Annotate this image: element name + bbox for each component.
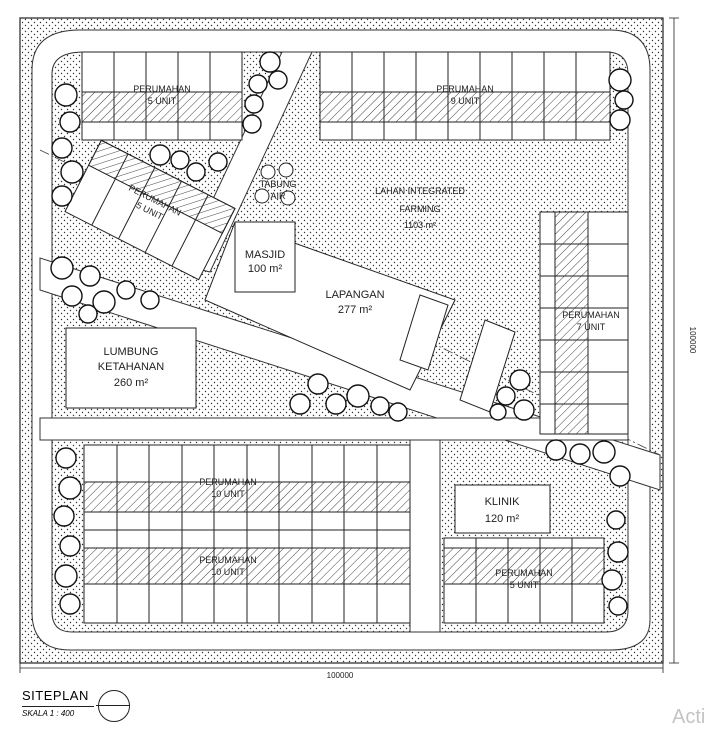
housing-bottom-right: PERUMAHAN 5 UNIT (443, 537, 605, 624)
klinik-building (454, 484, 551, 534)
dimension-lines (19, 17, 679, 673)
ring-road (31, 29, 651, 651)
housing-bottom-1-units: 10 UNIT (211, 489, 245, 499)
lapangan-label: LAPANGAN (325, 289, 384, 301)
lumbung-area: 260 m² (114, 377, 149, 389)
housing-bottom-right-label: PERUMAHAN (495, 568, 553, 578)
siteplan-drawing: PERUMAHAN 5 UNIT PERUMAHAN 9 UNIT PERUMA… (19, 17, 697, 680)
dimension-height: 100000 (688, 327, 697, 354)
masjid-label: MASJID (245, 249, 285, 261)
housing-top-left-label: PERUMAHAN (133, 84, 191, 94)
housing-bottom-right-units: 5 UNIT (510, 580, 539, 590)
masjid-area: 100 m² (248, 263, 283, 275)
housing-bottom: PERUMAHAN 10 UNIT PERUMAHAN 10 UNIT (83, 444, 411, 624)
title-underline (22, 706, 94, 707)
activation-watermark: Acti (672, 706, 706, 728)
north-symbol-line (96, 705, 130, 706)
housing-right: PERUMAHAN 7 UNIT (539, 211, 629, 435)
klinik-area: 120 m² (485, 513, 520, 525)
housing-top-right-label: PERUMAHAN (436, 84, 494, 94)
drawing-title: SITEPLAN (22, 688, 89, 703)
farming-label: LAHAN INTEGRATED (375, 186, 465, 196)
housing-bottom-2-units: 10 UNIT (211, 567, 245, 577)
housing-right-label: PERUMAHAN (562, 310, 620, 320)
housing-top-right-units: 9 UNIT (451, 96, 480, 106)
drawing-scale: SKALA 1 : 400 (22, 709, 75, 718)
road-vertical (409, 417, 441, 633)
klinik-label: KLINIK (485, 496, 521, 508)
dimension-width: 100000 (327, 671, 354, 680)
housing-bottom-2-label: PERUMAHAN (199, 555, 257, 565)
housing-top-right: PERUMAHAN 9 UNIT (319, 51, 611, 141)
housing-right-units: 7 UNIT (577, 322, 606, 332)
housing-diagonal: PERUMAHAN 5 UNIT (64, 139, 236, 281)
housing-bottom-1-label: PERUMAHAN (199, 477, 257, 487)
lumbung-label: LUMBUNG (103, 346, 158, 358)
lapangan-area: 277 m² (338, 304, 373, 316)
farming-area: 1103 m² (404, 220, 436, 230)
trees (50, 51, 634, 616)
water-tank-label: TABUNG (260, 179, 297, 189)
lumbung-label-2: KETAHANAN (98, 361, 164, 373)
housing-top-left-units: 5 UNIT (148, 96, 177, 106)
lumbung-building (65, 327, 197, 409)
farming-label-2: FARMING (399, 204, 440, 214)
north-symbol-icon (98, 690, 130, 722)
masjid-building (234, 221, 296, 293)
housing-top-left: PERUMAHAN 5 UNIT (81, 51, 243, 141)
water-tank-sub: AIR (270, 191, 286, 201)
water-tank: TABUNG AIR (254, 162, 297, 206)
